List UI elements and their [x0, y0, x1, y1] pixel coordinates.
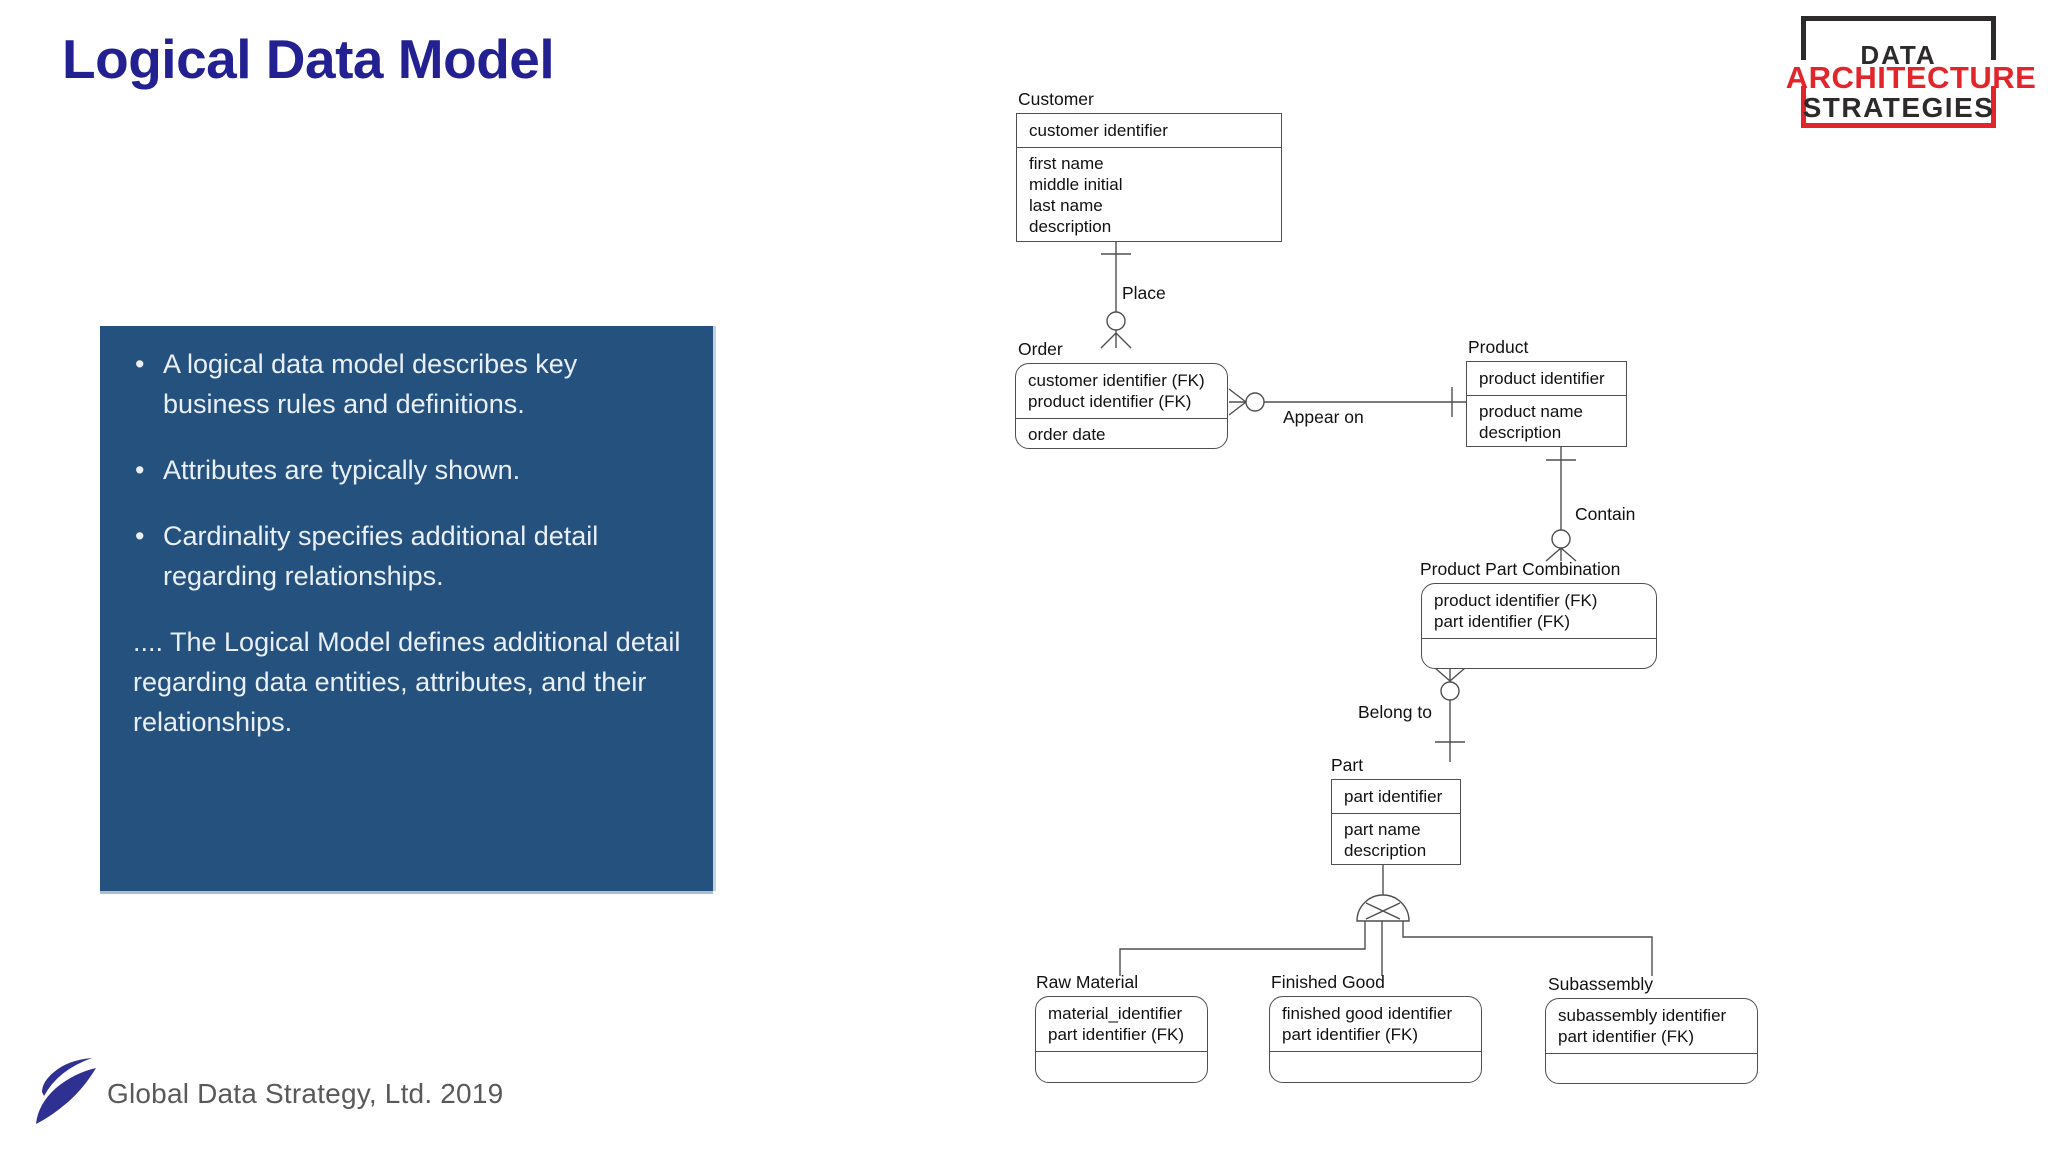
entity-order-keys: customer identifier (FK) product identif… [1016, 364, 1227, 419]
entity-part-keys: part identifier [1332, 780, 1460, 814]
logo-border-left-top [1801, 16, 1806, 60]
logo-border-top [1801, 16, 1996, 21]
logo-border-right-bottom [1991, 86, 1996, 128]
entity-subassembly-keys: subassembly identifier part identifier (… [1546, 999, 1757, 1054]
entity-product-keys: product identifier [1467, 362, 1626, 396]
logo-word-data: DATA [1860, 40, 1937, 70]
logo-border-right-top [1991, 16, 1996, 60]
relationship-label-belong-to: Belong to [1358, 702, 1432, 722]
entity-finished-good-attrs [1270, 1052, 1481, 1082]
entity-subassembly-label: Subassembly [1548, 974, 1654, 994]
entity-order: customer identifier (FK) product identif… [1015, 363, 1228, 449]
closing-paragraph: .... The Logical Model defines additiona… [133, 627, 681, 737]
entity-product-attrs: product name description [1479, 402, 1583, 442]
entity-raw-material-attrs [1036, 1052, 1207, 1082]
entity-product-part-combination: product identifier (FK) part identifier … [1421, 583, 1657, 669]
logo-border-bottom [1801, 123, 1996, 128]
entity-product-part-combination-label: Product Part Combination [1420, 559, 1621, 579]
entity-product-part-combination-attrs [1422, 639, 1656, 668]
bullet-item: Cardinality specifies additional detail … [133, 516, 685, 596]
entity-finished-good-label: Finished Good [1271, 972, 1385, 992]
relationship-label-place: Place [1122, 283, 1166, 303]
entity-subassembly-attrs [1546, 1054, 1757, 1083]
key-points-panel: A logical data model describes key busin… [100, 326, 713, 891]
bullet-item: Attributes are typically shown. [133, 450, 685, 490]
entity-customer-attrs: first name middle initial last name desc… [1029, 154, 1123, 236]
relationship-label-appear-on: Appear on [1283, 407, 1364, 427]
entity-raw-material: material_identifier part identifier (FK) [1035, 996, 1208, 1083]
footer-text: Global Data Strategy, Ltd. 2019 [107, 1078, 504, 1109]
page-title: Logical Data Model [62, 28, 555, 90]
logo-word-architecture: ARCHITECTURE [1785, 60, 2037, 95]
entity-finished-good: finished good identifier part identifier… [1269, 996, 1482, 1083]
entity-product: product identifier product name descript… [1466, 361, 1627, 447]
relationship-label-contain: Contain [1575, 504, 1636, 524]
entity-order-label: Order [1018, 339, 1063, 359]
bullet-list: A logical data model describes key busin… [133, 344, 685, 596]
entity-product-part-combination-keys: product identifier (FK) part identifier … [1422, 584, 1656, 639]
entity-customer-label: Customer [1018, 89, 1094, 109]
entity-customer: customer identifier first name middle in… [1016, 113, 1282, 242]
bullet-item: A logical data model describes key busin… [133, 344, 685, 424]
entity-order-attrs: order date [1028, 425, 1106, 444]
entity-raw-material-keys: material_identifier part identifier (FK) [1036, 997, 1207, 1052]
gds-swoosh-icon [36, 1058, 96, 1124]
entity-subassembly: subassembly identifier part identifier (… [1545, 998, 1758, 1084]
entity-finished-good-keys: finished good identifier part identifier… [1270, 997, 1481, 1052]
entity-part: part identifier part name description [1331, 779, 1461, 865]
entity-customer-keys: customer identifier [1017, 114, 1281, 148]
company-logo: DATA ARCHITECTURE STRATEGIES [1786, 16, 2036, 128]
logo-border-left-bottom [1801, 86, 1806, 128]
entity-raw-material-label: Raw Material [1036, 972, 1139, 992]
logo-word-strategies: STRATEGIES [1802, 92, 1995, 123]
entity-product-label: Product [1468, 337, 1529, 357]
entity-part-attrs: part name description [1344, 820, 1427, 860]
entity-part-label: Part [1331, 755, 1364, 775]
